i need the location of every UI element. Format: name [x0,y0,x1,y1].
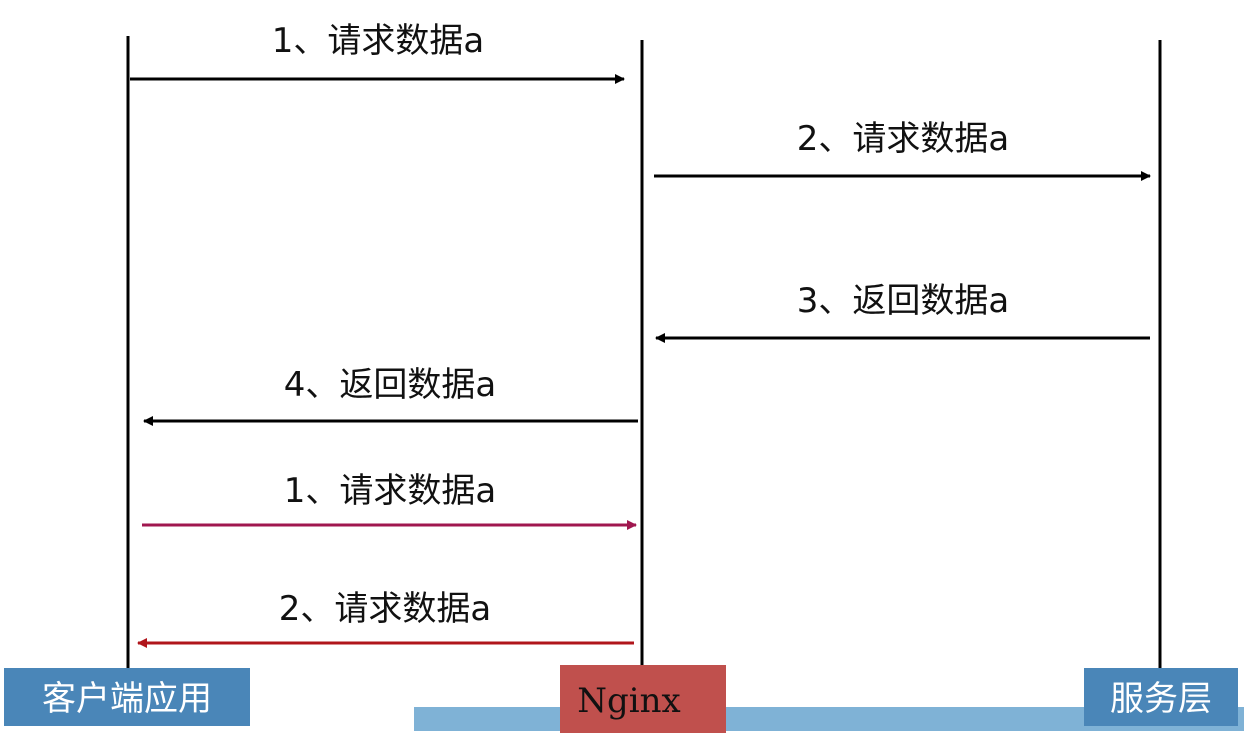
message-6: 2、请求数据a [137,589,634,648]
actor-nginx-box [560,665,726,733]
message-5-label: 1、请求数据a [284,471,496,511]
message-2: 2、请求数据a [654,119,1151,181]
actor-service-box [1084,668,1238,726]
actor-nginx: Nginx [560,665,726,733]
message-5: 1、请求数据a [142,471,637,530]
actor-client-box [4,668,250,726]
message-1-label: 1、请求数据a [272,21,484,61]
message-4: 4、返回数据a [143,365,638,426]
message-6-label: 2、请求数据a [279,589,491,629]
message-3: 3、返回数据a [655,281,1150,343]
message-4-label: 4、返回数据a [284,365,496,405]
actor-service: 服务层 [1084,668,1238,726]
message-1: 1、请求数据a [130,21,625,84]
message-3-label: 3、返回数据a [797,281,1009,321]
actor-nginx-label: Nginx [577,681,680,721]
actor-client-label: 客户端应用 [42,679,212,719]
message-2-label: 2、请求数据a [797,119,1009,159]
actor-service-label: 服务层 [1110,679,1212,719]
actor-client: 客户端应用 [4,668,250,726]
